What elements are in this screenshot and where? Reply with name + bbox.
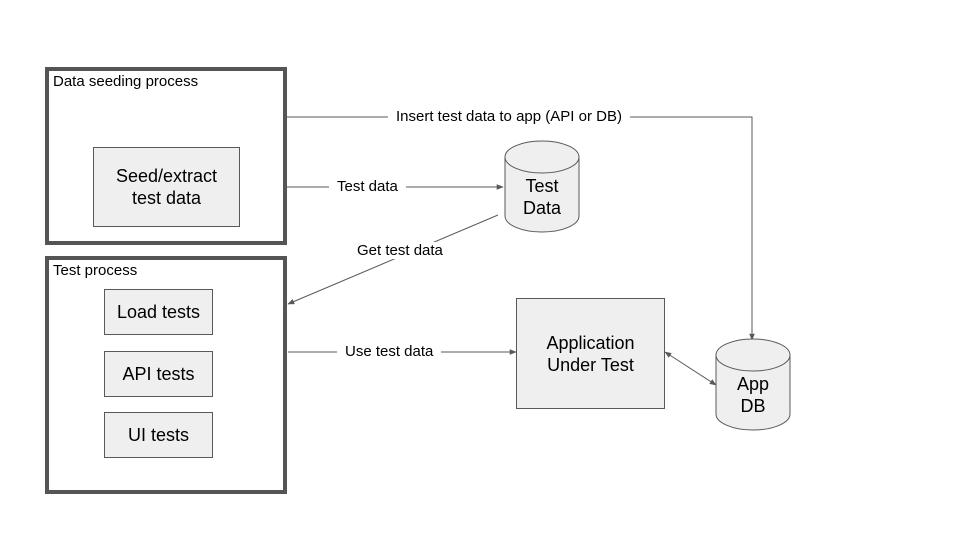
get-test-data-label: Get test data [351,242,449,259]
load-tests-box[interactable]: Load tests [104,289,213,335]
api-tests-label: API tests [122,363,195,384]
app-db-connector [664,351,717,386]
app-db-store[interactable]: App DB [715,338,791,431]
test-data-cylinder-shape [504,140,580,233]
load-tests-label: Load tests [116,301,201,322]
data-seeding-group-title: Data seeding process [53,73,199,90]
application-under-test-box[interactable]: Application Under Test [516,298,665,409]
app-db-store-label: App DB [736,374,770,416]
get-test-data-connector [287,214,499,305]
app-db-cylinder-shape [715,338,791,431]
seed-extract-label: Seed/extract test data [115,166,218,208]
seed-extract-box[interactable]: Seed/extract test data [93,147,240,227]
test-data-store[interactable]: Test Data [504,140,580,233]
test-process-group-title: Test process [53,262,138,279]
use-test-data-label: Use test data [337,343,442,360]
insert-test-data-label: Insert test data to app (API or DB) [388,108,630,125]
application-under-test-label: Application Under Test [546,332,635,375]
ui-tests-label: UI tests [127,424,189,445]
ui-tests-box[interactable]: UI tests [104,412,213,458]
api-tests-box[interactable]: API tests [104,351,213,397]
test-data-label: Test data [329,178,406,195]
test-data-store-label: Test Data [522,176,562,218]
